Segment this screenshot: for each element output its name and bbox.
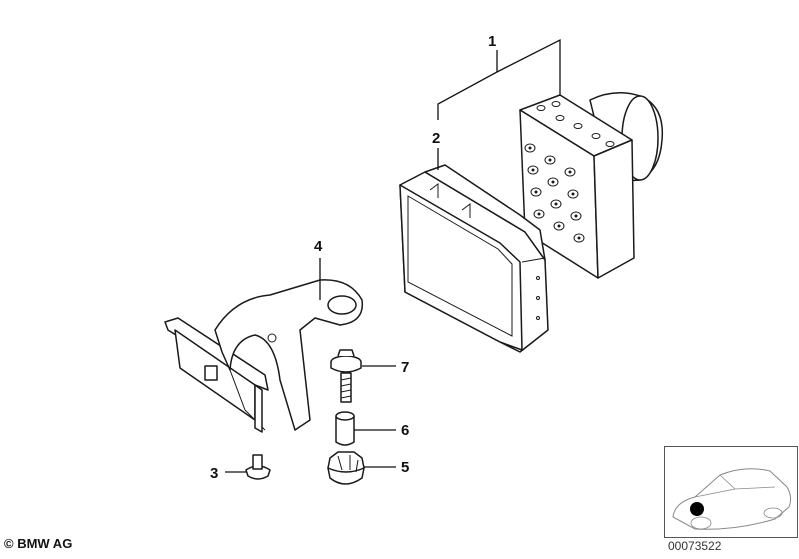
valve-port-icon	[524, 143, 536, 153]
valve-port-center-icon	[577, 236, 581, 240]
location-marker-icon	[690, 502, 704, 516]
callout-5[interactable]: 5	[401, 459, 409, 476]
valve-port-center-icon	[528, 146, 532, 150]
bracket-part[interactable]	[164, 279, 364, 433]
screw-part[interactable]	[330, 349, 362, 403]
valve-port-icon	[550, 199, 562, 209]
valve-port-center-icon	[551, 180, 555, 184]
valve-port-icon	[573, 233, 585, 243]
valve-port-center-icon	[531, 168, 535, 172]
callout-7[interactable]: 7	[401, 359, 409, 376]
callout-4[interactable]: 4	[314, 238, 323, 255]
car-outline-icon	[672, 468, 792, 530]
leader-lines	[225, 38, 561, 473]
callout-6[interactable]: 6	[401, 422, 409, 439]
reference-number: 00073522	[668, 539, 722, 553]
valve-port-icon	[567, 189, 579, 199]
callout-1[interactable]: 1	[488, 33, 496, 50]
valve-port-icon	[533, 209, 545, 219]
vehicle-location-thumbnail[interactable]	[664, 446, 798, 538]
copyright-text: © BMW AG	[4, 536, 73, 551]
rubber-mount-part[interactable]	[327, 451, 365, 485]
valve-port-icon	[570, 211, 582, 221]
valve-port-icon	[547, 177, 559, 187]
valve-port-center-icon	[557, 224, 561, 228]
sleeve-part[interactable]	[335, 411, 355, 446]
valve-port-center-icon	[574, 214, 578, 218]
callout-2[interactable]: 2	[432, 130, 440, 147]
callout-3[interactable]: 3	[210, 465, 218, 482]
control-unit-part[interactable]	[399, 164, 549, 353]
valve-port-center-icon	[571, 192, 575, 196]
valve-port-center-icon	[548, 158, 552, 162]
valve-port-center-icon	[537, 212, 541, 216]
valve-port-center-icon	[534, 190, 538, 194]
valve-port-center-icon	[568, 170, 572, 174]
valve-port-icon	[564, 167, 576, 177]
valve-port-icon	[530, 187, 542, 197]
valve-port-center-icon	[554, 202, 558, 206]
bolt-part[interactable]	[245, 454, 271, 480]
valve-port-icon	[544, 155, 556, 165]
valve-port-icon	[553, 221, 565, 231]
valve-port-icon	[527, 165, 539, 175]
